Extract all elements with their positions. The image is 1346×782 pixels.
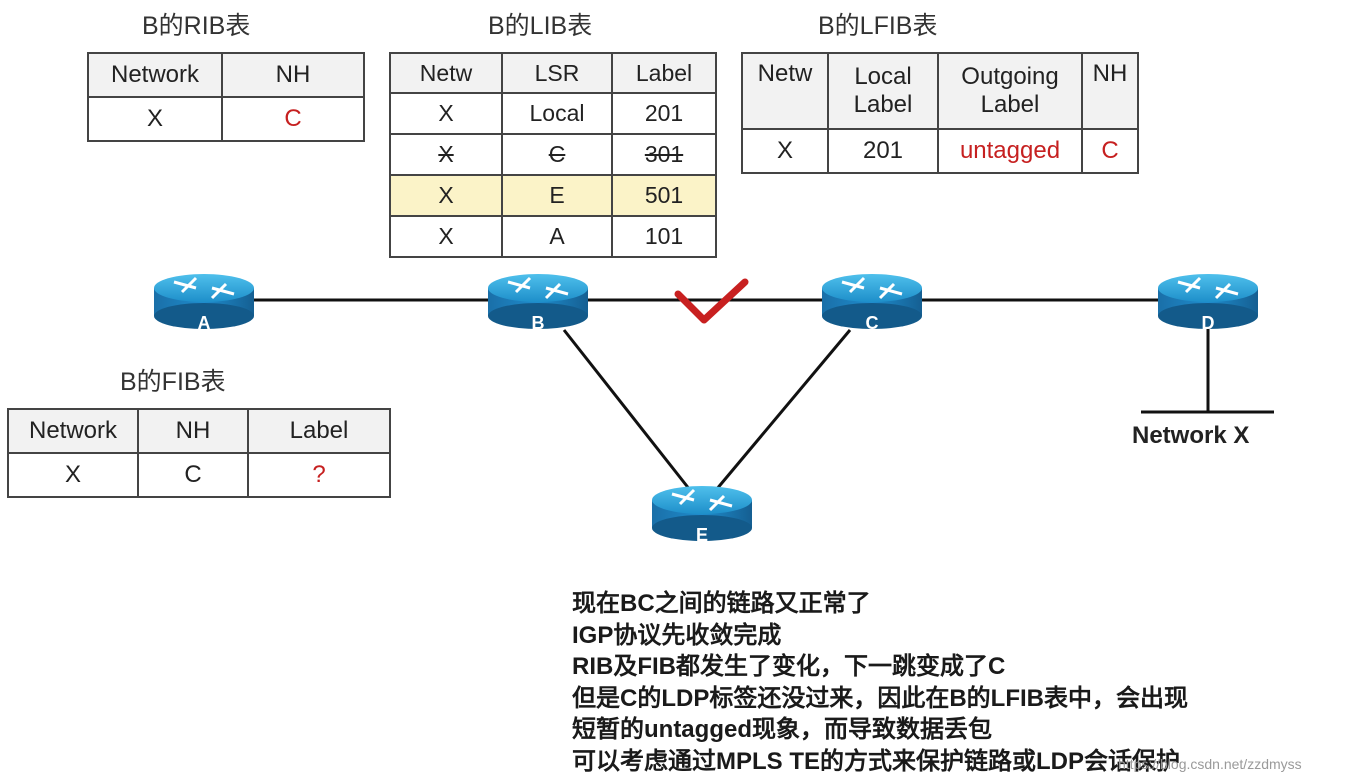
lib-cell: C — [501, 133, 613, 176]
lib-cell: E — [501, 174, 613, 217]
table-row-highlighted: X E 501 — [389, 174, 717, 217]
explanation-notes: 现在BC之间的链路又正常了 IGP协议先收敛完成 RIB及FIB都发生了变化，下… — [572, 588, 1188, 777]
fib-header-nh: NH — [137, 408, 249, 454]
check-icon — [674, 278, 749, 324]
lib-header-lsr: LSR — [501, 52, 613, 94]
watermark: https://blog.csdn.net/zzdmyss — [1118, 756, 1302, 772]
note-line: RIB及FIB都发生了变化，下一跳变成了C — [572, 653, 1006, 680]
rib-header-network: Network — [87, 52, 223, 98]
lib-header-netw: Netw — [389, 52, 503, 94]
lib-cell: X — [389, 174, 503, 217]
note-line: 短暂的untagged现象，而导致数据丢包 — [572, 716, 992, 743]
fib-cell-label: ? — [247, 452, 391, 498]
fib-table: Network NH Label X C ? — [7, 408, 391, 498]
fib-cell-nh: C — [137, 452, 249, 498]
table-row-struck: X C 301 — [389, 133, 717, 176]
fib-cell-network: X — [7, 452, 139, 498]
lfib-cell-nh: C — [1081, 128, 1139, 174]
rib-table: Network NH X C — [87, 52, 365, 142]
rib-cell-nh: C — [221, 96, 365, 142]
rib-header-nh: NH — [221, 52, 365, 98]
lfib-cell-outgoing: untagged — [937, 128, 1083, 174]
lfib-header-nh: NH — [1081, 52, 1139, 130]
router-label-e: E — [696, 525, 708, 545]
lib-cell: X — [389, 215, 503, 258]
lib-cell: A — [501, 215, 613, 258]
lfib-header-outgoing-label: Outgoing Label — [937, 52, 1083, 130]
lib-cell-text: 301 — [644, 141, 684, 168]
lfib-title: B的LFIB表 — [818, 12, 938, 40]
router-label-c: C — [866, 313, 879, 333]
lib-table: Netw LSR Label X Local 201 X C 301 X E 5… — [389, 52, 717, 258]
rib-title: B的RIB表 — [142, 12, 251, 40]
lib-cell: 301 — [611, 133, 717, 176]
fib-header-label: Label — [247, 408, 391, 454]
note-line: 但是C的LDP标签还没过来，因此在B的LFIB表中，会出现 — [572, 684, 1188, 712]
router-label-a: A — [198, 313, 211, 333]
lib-cell: 101 — [611, 215, 717, 258]
lib-cell: Local — [501, 92, 613, 135]
lib-title: B的LIB表 — [488, 12, 593, 40]
router-label-d: D — [1202, 313, 1215, 333]
note-line: 可以考虑通过MPLS TE的方式来保护链路或LDP会话保护 — [572, 747, 1181, 775]
lfib-cell-netw: X — [741, 128, 829, 174]
note-line: IGP协议先收敛完成 — [572, 621, 782, 649]
lib-header-label: Label — [611, 52, 717, 94]
lib-cell: X — [389, 133, 503, 176]
note-line: 现在BC之间的链路又正常了 — [572, 590, 871, 617]
lib-cell: 501 — [611, 174, 717, 217]
link-c-e — [714, 329, 852, 491]
network-x-label: Network X — [1132, 422, 1250, 449]
fib-title: B的FIB表 — [120, 368, 226, 396]
lib-cell-text: X — [438, 141, 454, 168]
rib-cell-network: X — [87, 96, 223, 142]
lfib-cell-local: 201 — [827, 128, 939, 174]
fib-header-network: Network — [7, 408, 139, 454]
lfib-header-netw: Netw — [741, 52, 829, 130]
table-row: X Local 201 — [389, 92, 717, 135]
link-b-e — [562, 329, 692, 491]
lib-cell: X — [389, 92, 503, 135]
table-row: X A 101 — [389, 215, 717, 258]
router-label-b: B — [532, 313, 545, 333]
lfib-header-local-label: Local Label — [827, 52, 939, 130]
lfib-table: Netw Local Label Outgoing Label NH X 201… — [741, 52, 1139, 174]
lib-cell: 201 — [611, 92, 717, 135]
lib-cell-text: C — [548, 141, 566, 168]
